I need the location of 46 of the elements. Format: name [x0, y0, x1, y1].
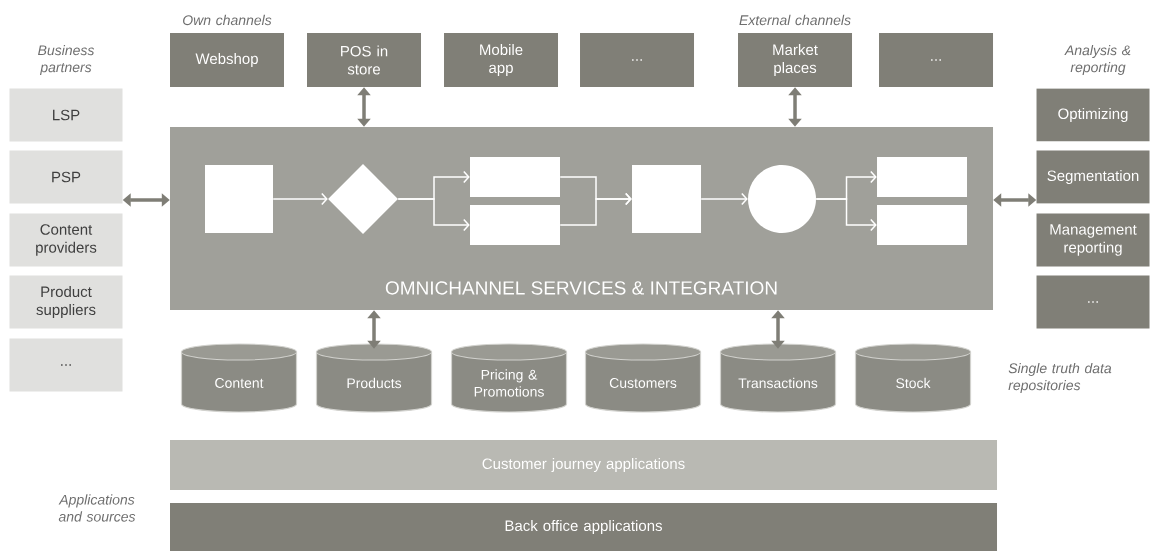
channel-box: Mobile app	[444, 33, 558, 87]
database-cylinder: Transactions	[719, 343, 837, 413]
analysis-box: Optimizing	[1036, 88, 1150, 142]
channel-box: ...	[879, 33, 993, 87]
database-cylinder: Products	[315, 343, 433, 413]
arrow	[788, 87, 802, 127]
arrow	[700, 192, 748, 206]
channel-box: Market places	[738, 33, 852, 87]
group-heading: Own channels	[183, 14, 272, 26]
database-cylinder: Content	[180, 343, 298, 413]
analysis-box: ...	[1036, 275, 1150, 329]
partner-box: ...	[9, 338, 123, 392]
arrow	[397, 198, 470, 232]
decision-diamond	[328, 164, 398, 234]
circle-shape	[748, 165, 816, 233]
partner-box: PSP	[9, 150, 123, 204]
arrow	[367, 310, 381, 349]
process-box	[205, 165, 273, 233]
analysis-box: Segmentation	[1036, 150, 1150, 204]
group-heading: Single truth data repositories	[1008, 363, 1112, 394]
channel-box: POS in store	[307, 33, 421, 87]
process-box	[877, 205, 967, 245]
database-cylinder: Customers	[584, 343, 702, 413]
analysis-box: Management reporting	[1036, 213, 1150, 267]
arrow	[815, 198, 877, 232]
process-box	[632, 165, 701, 233]
group-heading: Business partners	[38, 44, 95, 75]
group-heading: External channels	[739, 14, 851, 26]
partner-box: Content providers	[9, 213, 123, 267]
arrow	[272, 192, 328, 206]
process-box	[470, 205, 560, 245]
process-box	[470, 157, 560, 197]
partner-box: LSP	[9, 88, 123, 142]
channel-box: Webshop	[170, 33, 284, 87]
group-heading: Analysis & reporting	[1064, 44, 1131, 75]
database-cylinder: Stock	[854, 343, 972, 413]
arrow	[559, 192, 632, 226]
application-bar: Customer journey applications	[170, 440, 997, 490]
group-heading: Applications and sources	[58, 494, 136, 522]
database-cylinder: Pricing & Promotions	[450, 343, 568, 413]
channel-box: ...	[580, 33, 694, 87]
application-bar: Back office applications	[170, 503, 997, 551]
arrow	[771, 310, 785, 349]
process-box	[877, 157, 967, 197]
partner-box: Product suppliers	[9, 275, 123, 329]
arrow	[357, 87, 371, 127]
